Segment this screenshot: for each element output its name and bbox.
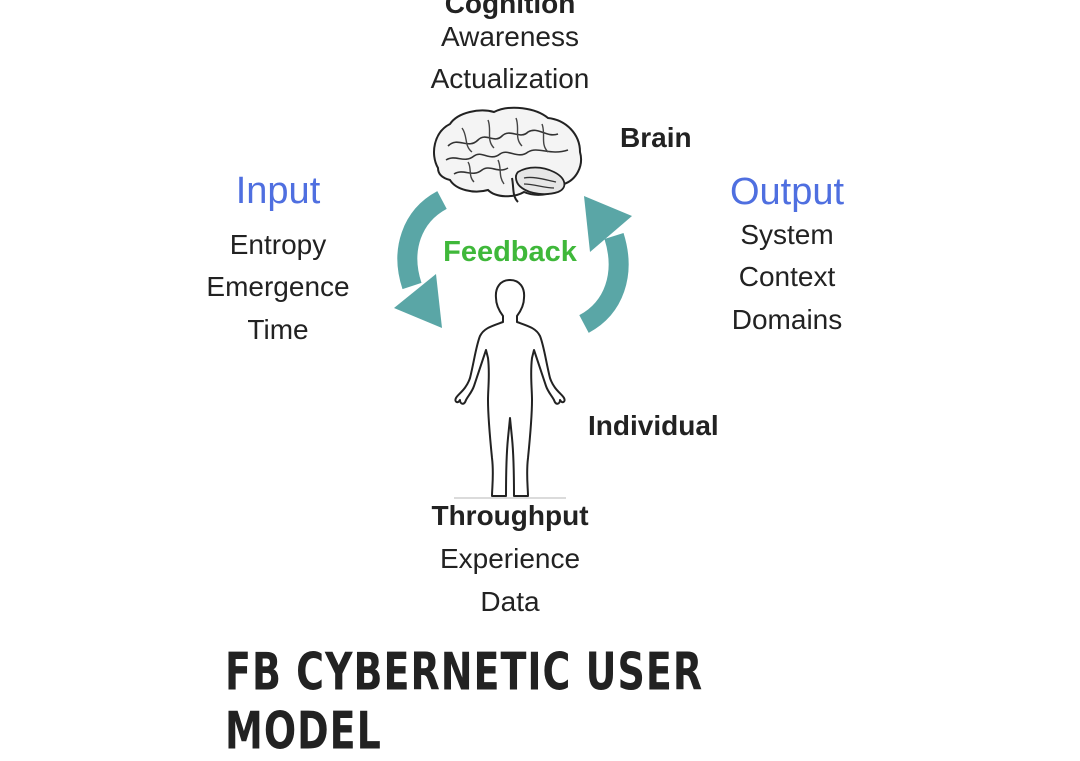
output-item-system: System [740,219,834,250]
output-item-domains: Domains [731,304,843,335]
output-heading: Output [729,171,845,213]
input-item-emergence: Emergence [206,271,350,302]
human-silhouette-icon [454,279,566,499]
cognition-item-awareness: Awareness [440,21,580,52]
brain-icon [433,106,582,203]
left-curved-arrow-icon [394,191,448,328]
cognition-item-actualization: Actualization [430,63,590,94]
throughput-item-data: Data [480,586,540,617]
input-item-entropy: Entropy [229,229,327,260]
output-item-context: Context [738,261,836,292]
diagram-title: FB CYBERNETIC USER MODEL [225,642,704,761]
cognition-heading: Cognition [444,0,576,19]
feedback-label: Feedback [443,236,577,268]
brain-label: Brain [620,122,692,153]
input-heading: Input [235,170,321,212]
right-curved-arrow-icon [578,196,632,333]
input-item-time: Time [247,314,309,345]
throughput-item-experience: Experience [439,543,581,574]
throughput-heading: Throughput [431,500,589,531]
individual-label: Individual [588,410,719,441]
